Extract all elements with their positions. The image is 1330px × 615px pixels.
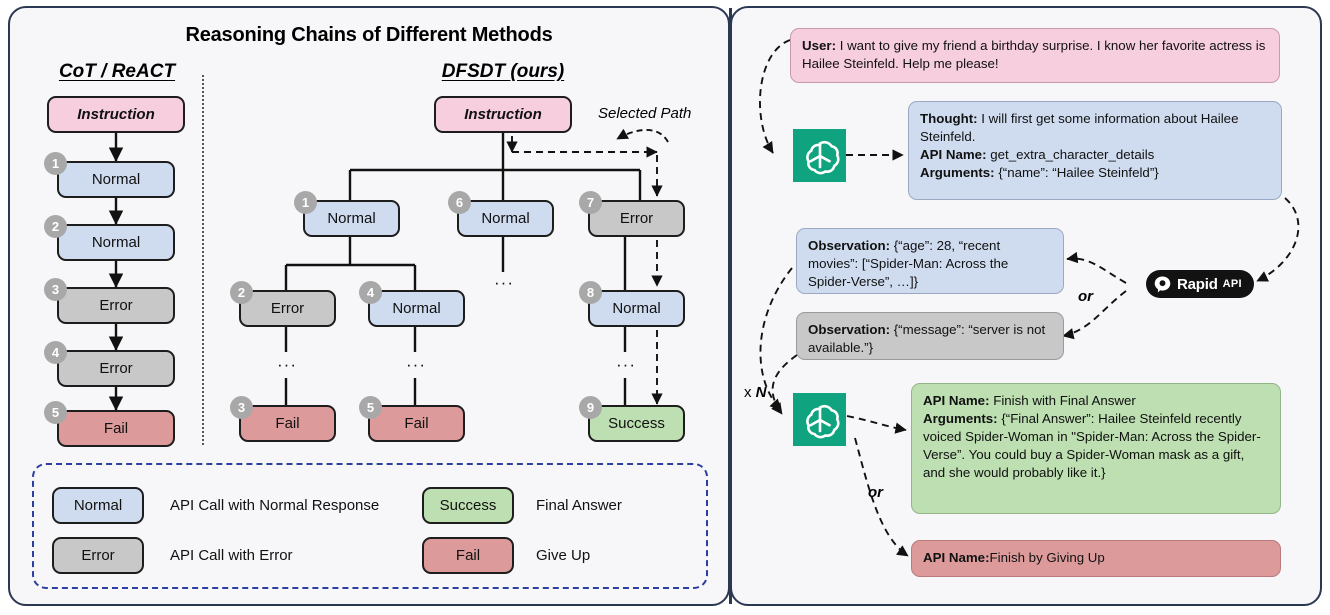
observation-success-text: {“age”: 28, “recent movies”: [“Spider-Ma… [808,238,1009,290]
cot-step-badge-5: 5 [44,401,67,424]
dfsdt-node-7[interactable]: Error [588,200,685,237]
final-args-text: {“Final Answer”: Hailee Steinfeld recent… [923,411,1261,481]
rapid-api-bubble-icon [1153,275,1172,294]
cot-step-badge-4: 4 [44,341,67,364]
thought-label: Thought: [920,111,978,126]
gpt-icon-2 [793,393,846,446]
user-message-bubble: User: I want to give my friend a birthda… [790,28,1280,83]
cot-step-badge-1: 1 [44,152,67,175]
cot-node-1[interactable]: Normal [57,161,175,198]
observation-error-bubble: Observation: {“message”: “server is not … [796,312,1064,360]
user-text: I want to give my friend a birthday surp… [802,38,1266,72]
dfsdt-step-badge-7: 7 [579,191,602,214]
cot-node-instruction[interactable]: Instruction [47,96,185,133]
repeat-prefix: x [744,384,756,401]
panel-divider [729,8,732,604]
give-up-bubble: API Name: Finish by Giving Up [911,540,1281,577]
legend-chip-normal: Normal [52,487,144,524]
thought-api-text: get_extra_character_details [986,147,1155,163]
final-api-label: API Name: [923,393,990,408]
user-label: User: [802,38,836,53]
selected-path-label: Selected Path [598,105,692,122]
final-api-text: Finish with Final Answer [989,393,1136,408]
thought-args-text: {“name”: “Hailee Steinfeld”} [994,165,1159,181]
legend-chip-success: Success [422,487,514,524]
gpt-icon-1 [793,129,846,182]
ellipsis-branch-2: ··· [277,355,297,374]
repeat-n: N [755,384,767,401]
column-separator [202,75,204,445]
ellipsis-branch-8: ··· [616,355,636,374]
dfsdt-node-5[interactable]: Fail [368,405,465,442]
legend-box: Normal API Call with Normal Response Suc… [32,463,708,589]
dfsdt-node-6[interactable]: Normal [457,200,554,237]
right-panel [730,6,1322,606]
ellipsis-branch-4: ··· [406,355,426,374]
dfsdt-step-badge-3: 3 [230,396,253,419]
legend-text-fail: Give Up [536,547,591,564]
page-title: Reasoning Chains of Different Methods [185,24,553,46]
final-answer-bubble: API Name: Finish with Final Answer Argum… [911,383,1281,514]
dfsdt-step-badge-5: 5 [359,396,382,419]
legend-text-error: API Call with Error [170,547,293,564]
observation-error-text: {“message”: “server is not available.”} [808,322,1046,356]
cot-node-4[interactable]: Error [57,350,175,387]
thought-text: I will first get some information about … [920,111,1239,145]
final-args-label: Arguments: [923,411,998,427]
rapid-api-logo: Rapid API [1146,270,1254,298]
cot-node-5[interactable]: Fail [57,410,175,447]
dfsdt-node-instruction[interactable]: Instruction [434,96,572,133]
giveup-api-label: API Name: [923,550,990,566]
dfsdt-step-badge-1: 1 [294,191,317,214]
observation-error-label: Observation: [808,322,891,337]
observation-success-label: Observation: [808,238,891,253]
thought-api-label: API Name: [920,147,987,163]
or-label-observation: or [1078,288,1093,305]
dfsdt-node-9[interactable]: Success [588,405,685,442]
dfsdt-step-badge-6: 6 [448,191,471,214]
column-title-dfsdt: DFSDT (ours) [441,61,565,82]
dfsdt-step-badge-9: 9 [579,396,602,419]
dfsdt-step-badge-2: 2 [230,281,253,304]
legend-chip-error: Error [52,537,144,574]
legend-text-success: Final Answer [536,497,622,514]
legend-text-normal: API Call with Normal Response [170,497,380,514]
dfsdt-node-3[interactable]: Fail [239,405,336,442]
observation-success-bubble: Observation: {“age”: 28, “recent movies”… [796,228,1064,294]
legend-chip-fail: Fail [422,537,514,574]
dfsdt-node-2[interactable]: Error [239,290,336,327]
cot-step-badge-3: 3 [44,278,67,301]
cot-step-badge-2: 2 [44,215,67,238]
dfsdt-node-4[interactable]: Normal [368,290,465,327]
rapid-api-word: Rapid [1177,275,1218,293]
rapid-api-suffix: API [1222,278,1242,290]
repeat-n-label: x N [744,384,767,401]
cot-node-3[interactable]: Error [57,287,175,324]
or-label-final: or [868,484,883,501]
thought-args-label: Arguments: [920,165,995,181]
cot-node-2[interactable]: Normal [57,224,175,261]
ellipsis-branch-6: ··· [494,273,514,292]
dfsdt-step-badge-4: 4 [359,281,382,304]
dfsdt-node-1[interactable]: Normal [303,200,400,237]
column-title-cot: CoT / ReACT [58,61,176,82]
giveup-api-text: Finish by Giving Up [989,550,1105,566]
thought-bubble: Thought: I will first get some informati… [908,101,1282,200]
dfsdt-node-8[interactable]: Normal [588,290,685,327]
dfsdt-step-badge-8: 8 [579,281,602,304]
